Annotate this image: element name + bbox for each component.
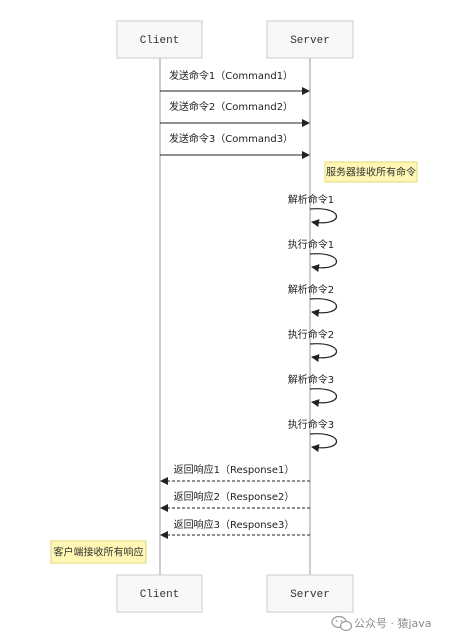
- message-label: 发送命令2（Command2）: [169, 100, 293, 113]
- server-note-text: 服务器接收所有命令: [326, 166, 416, 179]
- client-participant-label: Client: [140, 35, 180, 47]
- server-note: 服务器接收所有命令: [324, 161, 418, 183]
- client-note-text: 客户端接收所有响应: [54, 546, 144, 559]
- message-send-command1: 发送命令1（Command1）: [160, 69, 310, 95]
- self-message-parse2: 解析命令2: [288, 283, 338, 317]
- self-message-label: 执行命令3: [288, 418, 334, 431]
- message-label: 发送命令3（Command3）: [169, 132, 293, 145]
- message-send-command2: 发送命令2（Command2）: [160, 100, 310, 127]
- self-message-parse3: 解析命令3: [288, 373, 338, 407]
- client-participant-label: Client: [140, 589, 180, 601]
- server-participant-label: Server: [290, 35, 330, 47]
- self-message-exec2: 执行命令2: [288, 328, 338, 362]
- self-message-label: 解析命令2: [288, 283, 334, 296]
- server-participant-label: Server: [290, 589, 330, 601]
- client-note: 客户端接收所有响应: [50, 540, 147, 564]
- server-participant-top: Server: [266, 20, 354, 59]
- message-response1: 返回响应1（Response1）: [160, 463, 310, 485]
- message-response3: 返回响应3（Response3）: [160, 518, 310, 539]
- server-participant-bottom: Server: [266, 574, 354, 613]
- message-label: 返回响应3（Response3）: [174, 518, 295, 531]
- wechat-icon: [331, 615, 353, 632]
- self-message-exec1: 执行命令1: [288, 238, 338, 272]
- self-message-label: 解析命令3: [288, 373, 334, 386]
- watermark: 公众号 · 猿java: [331, 615, 432, 632]
- message-label: 返回响应2（Response2）: [174, 490, 295, 503]
- message-response2: 返回响应2（Response2）: [160, 490, 310, 512]
- message-send-command3: 发送命令3（Command3）: [160, 132, 310, 159]
- self-message-label: 执行命令1: [288, 238, 334, 251]
- client-participant-top: Client: [116, 20, 203, 59]
- client-participant-bottom: Client: [116, 574, 203, 613]
- self-message-exec3: 执行命令3: [288, 418, 338, 452]
- message-label: 发送命令1（Command1）: [169, 69, 293, 82]
- message-label: 返回响应1（Response1）: [174, 463, 295, 476]
- self-message-label: 解析命令1: [288, 193, 334, 206]
- self-message-parse1: 解析命令1: [288, 193, 338, 227]
- watermark-text: 公众号 · 猿java: [354, 616, 432, 630]
- self-message-label: 执行命令2: [288, 328, 334, 341]
